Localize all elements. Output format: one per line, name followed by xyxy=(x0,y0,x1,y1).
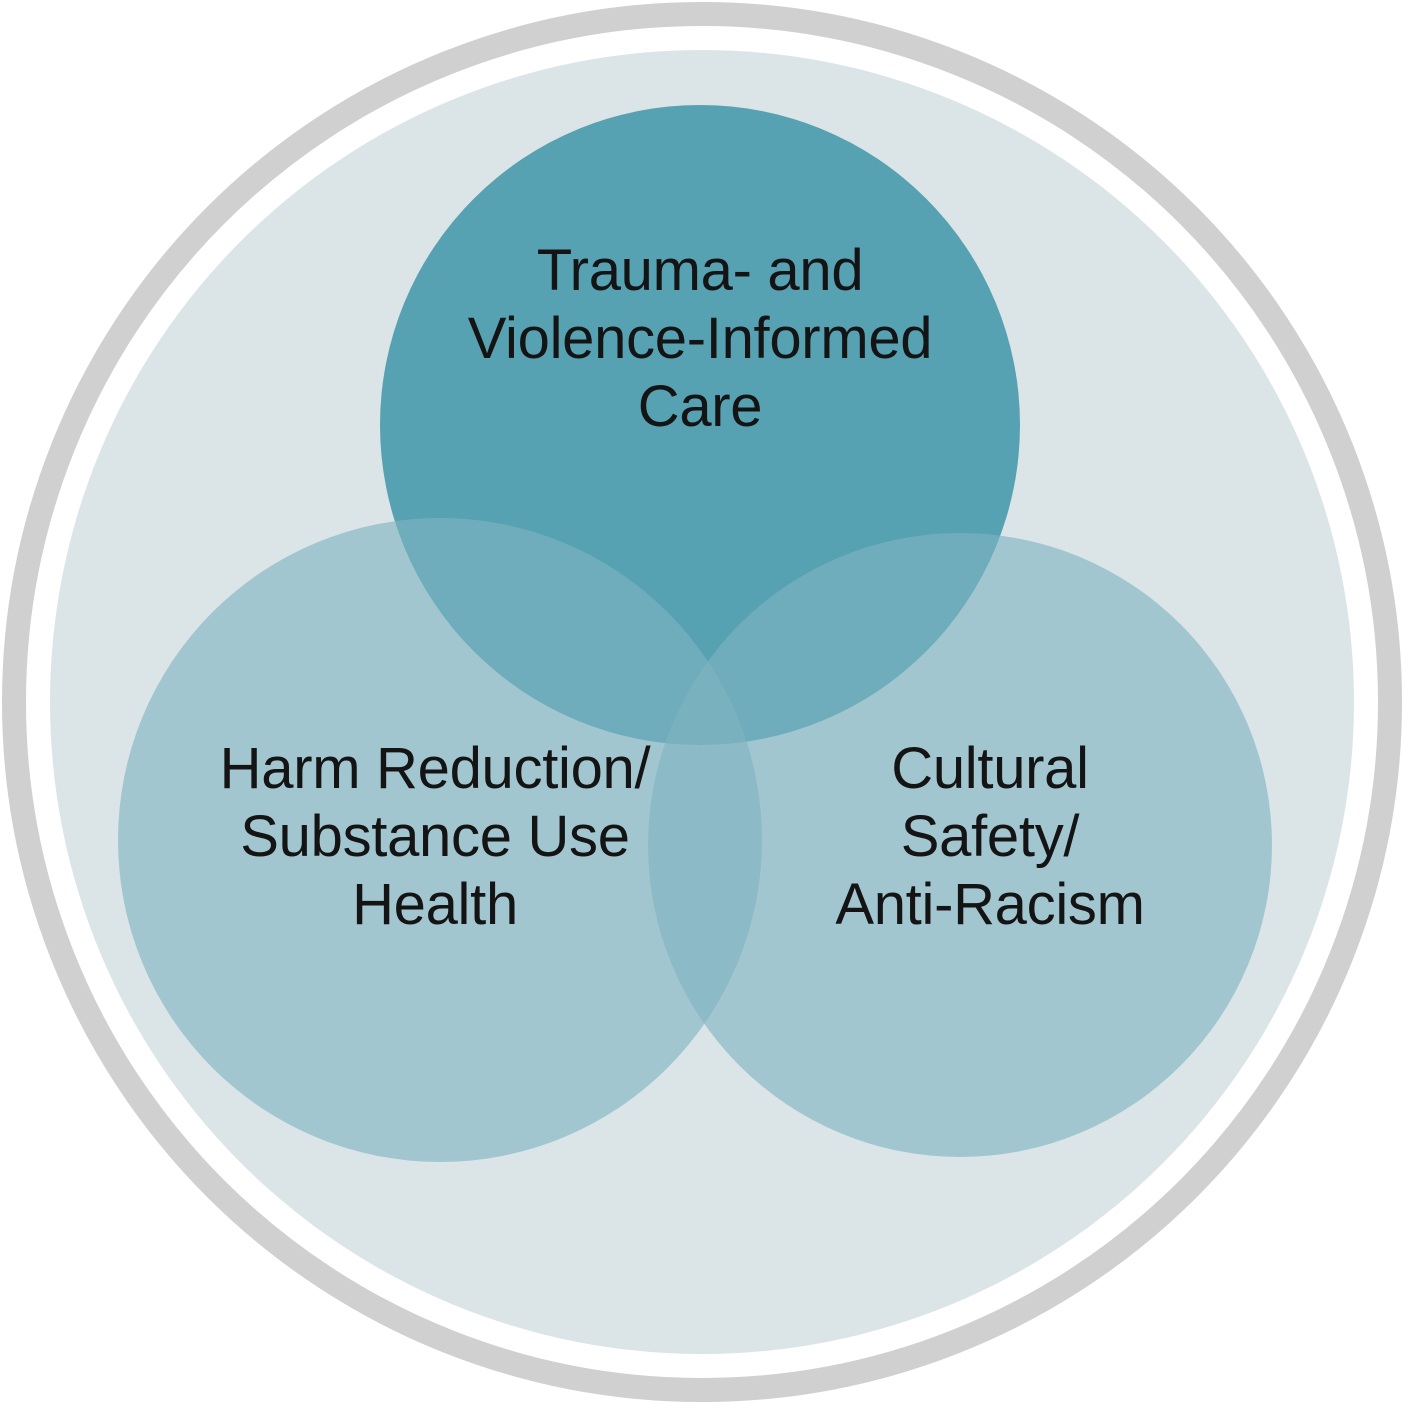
circle-harm-reduction-substance-use-health xyxy=(118,518,762,1162)
circle-cultural-safety-anti-racism xyxy=(648,533,1272,1157)
